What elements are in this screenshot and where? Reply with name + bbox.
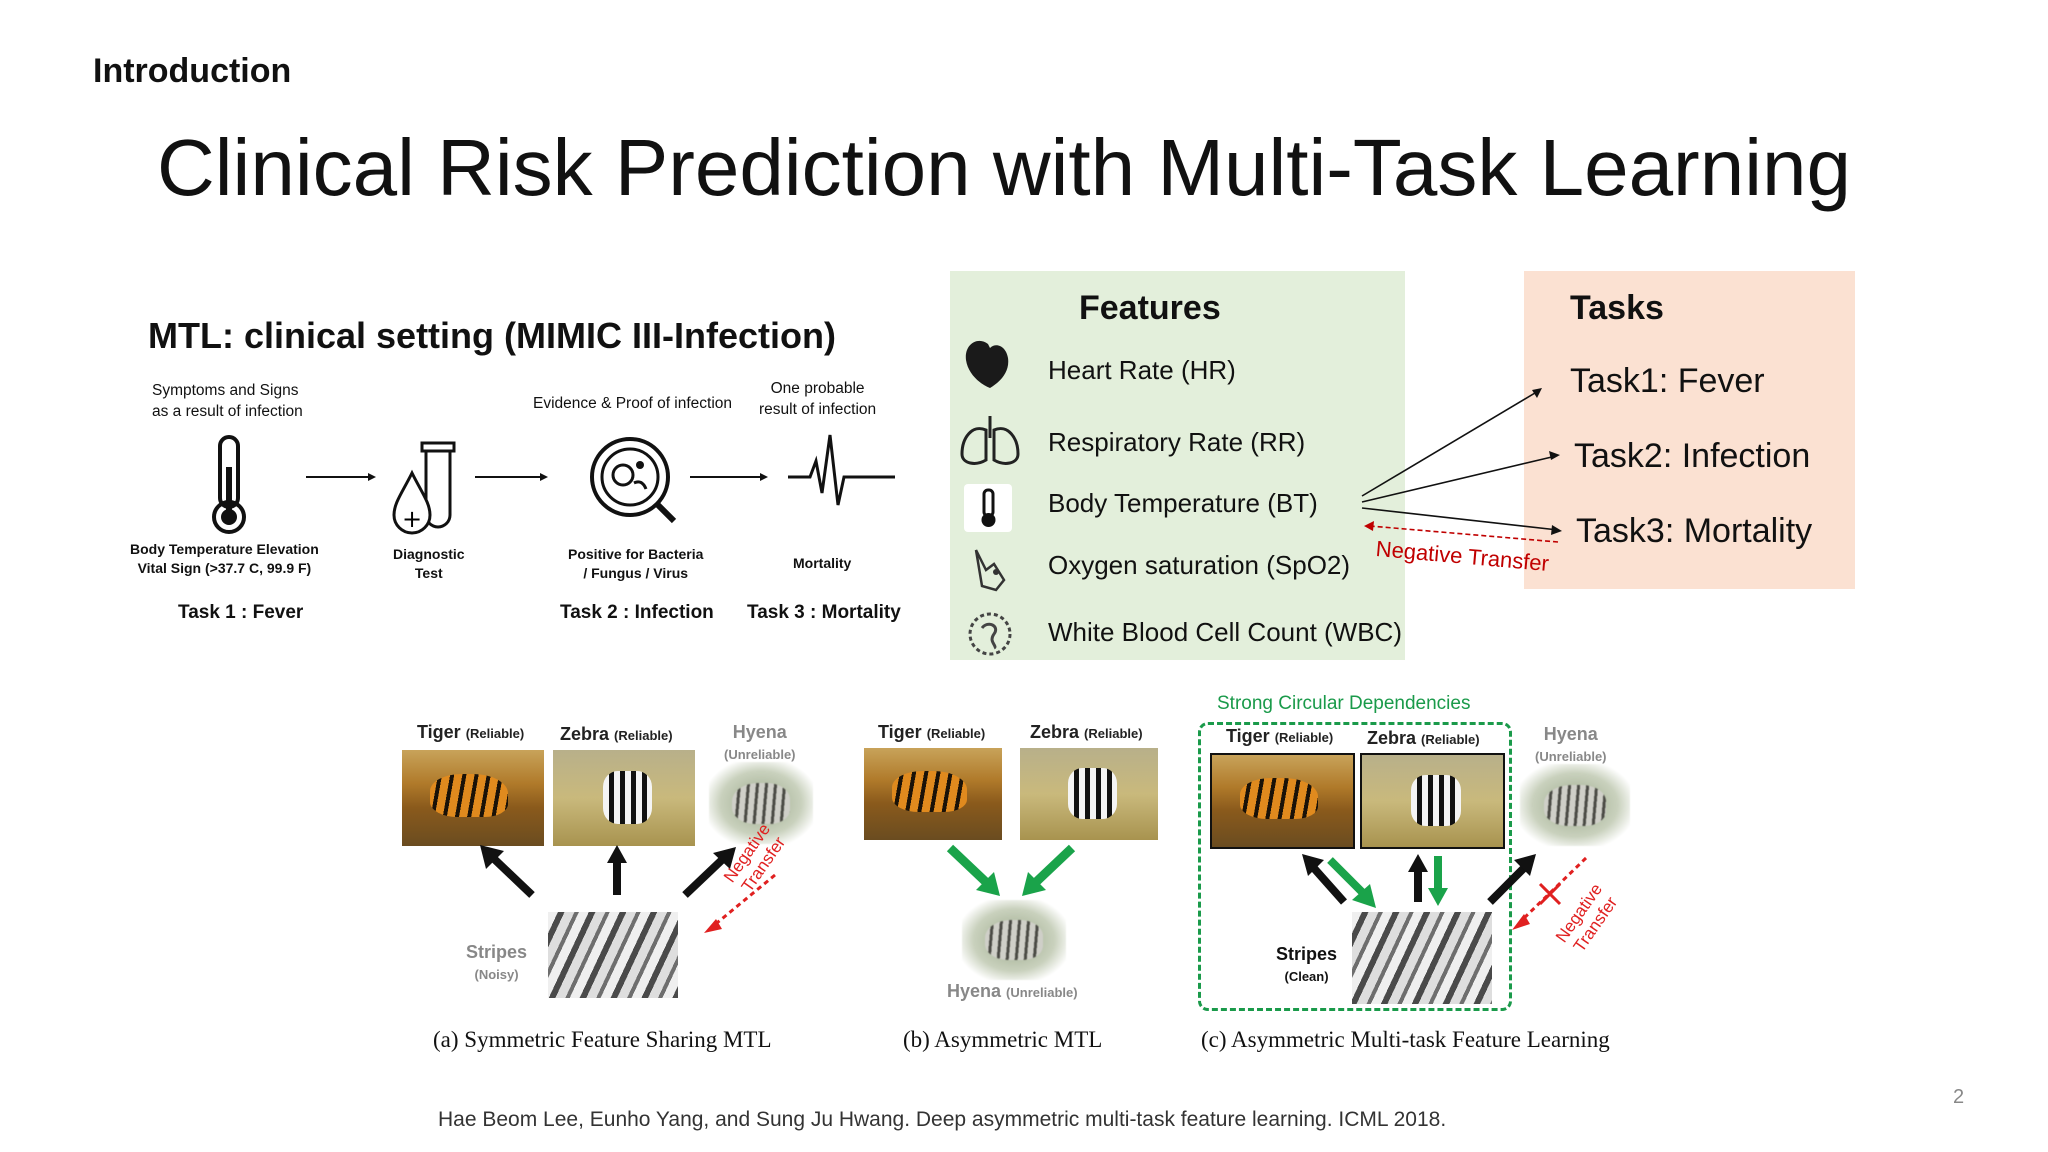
fig-a-zebra-image	[553, 750, 695, 846]
feature-heart-rate: Heart Rate (HR)	[1048, 355, 1236, 385]
fig-c-arrows	[1302, 854, 1588, 930]
positive-label: Positive for Bacteria/ Fungus / Virus	[568, 546, 704, 581]
section-label: Introduction	[93, 52, 292, 90]
mtl-pipeline-diagram: +	[212, 434, 895, 535]
svg-text:+: +	[402, 505, 422, 533]
fig-c-zebra-image	[1360, 753, 1505, 849]
fig-c-zebra-label: Zebra (Reliable)	[1367, 728, 1480, 748]
fig-a-stripes-label: Stripes(Noisy)	[466, 942, 528, 982]
fig-c-stripes-label: Stripes(Clean)	[1276, 944, 1338, 984]
evidence-label: Evidence & Proof of infection	[533, 395, 733, 412]
fig-c-hyena-image	[1520, 764, 1630, 846]
fig-b-hyena-image	[962, 900, 1066, 980]
fig-b-arrows	[946, 844, 1076, 896]
bacteria-magnifier-icon	[590, 437, 677, 524]
fig-c-stripes-image	[1352, 912, 1492, 1004]
fig-a-arrows	[480, 845, 776, 933]
fig-a-stripes-image	[548, 912, 678, 998]
fig-b-tiger-image	[864, 748, 1002, 840]
page-number: 2	[1953, 1086, 1965, 1108]
fig-c-tiger-label: Tiger (Reliable)	[1226, 726, 1334, 746]
fig-a-hyena-image	[709, 762, 813, 844]
tasks-panel	[1524, 271, 1855, 589]
feature-body-temperature: Body Temperature (BT)	[1048, 488, 1318, 518]
feature-respiratory-rate: Respiratory Rate (RR)	[1048, 427, 1306, 457]
strong-circular-box	[1198, 722, 1512, 1011]
features-title: Features	[1079, 289, 1221, 327]
mortality-label: Mortality	[793, 555, 852, 571]
feature-task-arrows	[1361, 388, 1562, 543]
fig-b-caption: (b) Asymmetric MTL	[903, 1027, 1103, 1052]
thermometer-icon	[964, 484, 1012, 532]
feature-wbc: White Blood Cell Count (WBC)	[1048, 617, 1402, 647]
strong-circular-label: Strong Circular Dependencies	[1217, 693, 1471, 714]
fig-c-hyena-label: Hyena(Unreliable)	[1535, 724, 1607, 764]
fig-c-tiger-image	[1210, 753, 1355, 849]
fig-b-zebra-label: Zebra (Reliable)	[1030, 722, 1143, 742]
tasks-title: Tasks	[1570, 289, 1664, 327]
task2-label: Task 2 : Infection	[560, 602, 714, 623]
features-panel	[950, 271, 1405, 660]
fig-a-caption: (a) Symmetric Feature Sharing MTL	[433, 1027, 772, 1052]
thermometer-icon	[212, 435, 246, 534]
feature-oxygen-saturation: Oxygen saturation (SpO2)	[1048, 550, 1351, 580]
fig-c-caption: (c) Asymmetric Multi-task Feature Learni…	[1201, 1027, 1610, 1052]
fig-a-zebra-label: Zebra (Reliable)	[560, 724, 673, 744]
citation: Hae Beom Lee, Eunho Yang, and Sung Ju Hw…	[438, 1108, 1447, 1131]
finger-oximeter-icon	[974, 549, 1006, 592]
heart-icon	[965, 340, 1009, 388]
lungs-icon	[960, 416, 1020, 465]
slide-title: Clinical Risk Prediction with Multi-Task…	[157, 123, 1851, 212]
fig-b-zebra-image	[1020, 748, 1158, 840]
task3-label: Task 3 : Mortality	[747, 602, 901, 623]
task3-mortality: Task3: Mortality	[1576, 512, 1813, 550]
task2-infection: Task2: Infection	[1574, 437, 1811, 475]
fig-a-tiger-image	[402, 750, 544, 846]
fig-a-tiger-label: Tiger (Reliable)	[417, 722, 525, 742]
cell-icon	[968, 612, 1012, 656]
fig-b-tiger-label: Tiger (Reliable)	[878, 722, 986, 742]
task1-label: Task 1 : Fever	[178, 602, 304, 623]
fig-a-hyena-label: Hyena(Unreliable)	[724, 722, 796, 762]
task1-fever: Task1: Fever	[1570, 362, 1765, 400]
ecg-icon	[788, 434, 895, 506]
fig-b-hyena-label: Hyena (Unreliable)	[947, 981, 1078, 1001]
mtl-heading: MTL: clinical setting (MIMIC III-Infecti…	[148, 315, 836, 356]
feature-icons	[960, 340, 1020, 656]
test-tube-icon: +	[392, 441, 456, 535]
